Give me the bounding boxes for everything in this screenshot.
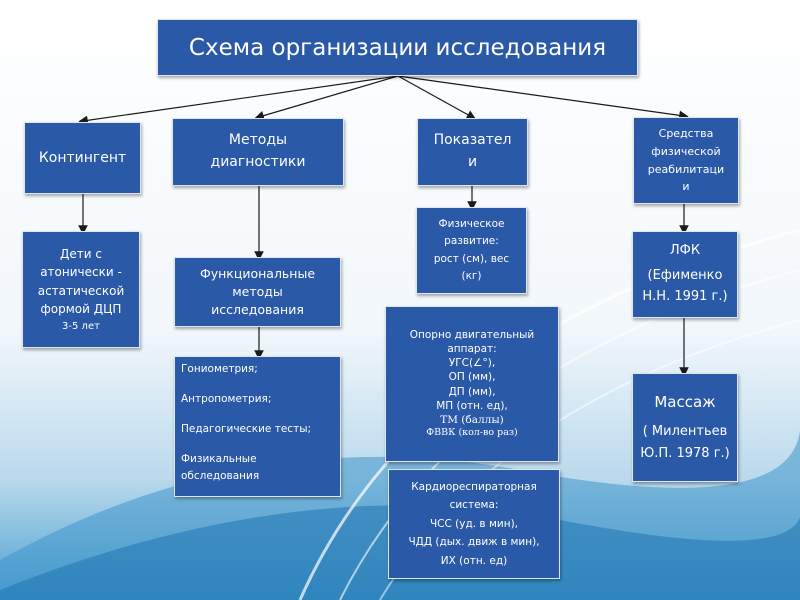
methods-list-item: Антропометрия; [181, 393, 272, 405]
massage-line: Массаж [654, 392, 716, 411]
musculoskeletal-line: Опорно двигательный [409, 328, 535, 341]
category-rehab: Средства физической реабилитаци и [633, 117, 739, 204]
lfk-line: (Ефименко [647, 268, 723, 284]
category-rehab-line: физической [651, 144, 721, 158]
musculoskeletal-line: ТМ (баллы) [440, 414, 504, 427]
lfk-line: Н.Н. 1991 г.) [642, 288, 728, 304]
contingent-detail-line: формой ДЦП [40, 302, 122, 317]
cardio-line: Кардиореспираторная [411, 481, 537, 494]
contingent-detail-line: Дети с [60, 246, 102, 261]
diagram-title-text: Схема организации исследования [188, 34, 607, 61]
category-rehab-line: Средства [658, 127, 714, 141]
contingent-detail-line: астатической [37, 283, 125, 298]
category-indicators-line: Показател [433, 132, 512, 149]
musculoskeletal-line: аппарат: [447, 342, 497, 355]
musculoskeletal-line: УГС(∠°), [448, 357, 496, 370]
category-methods-line: диагностики [210, 154, 306, 170]
massage-line: ( Милентьев [642, 424, 728, 440]
physical-development: Физическое развитие: рост (см), вес (кг) [416, 207, 527, 294]
category-indicators: Показател и [417, 118, 528, 186]
methods-list-item: Физикальные [181, 453, 257, 465]
category-indicators-line: и [467, 154, 478, 170]
category-methods-line: Методы [228, 132, 288, 149]
cardio-line: ЧСС (уд. в мин), [429, 517, 518, 530]
contingent-detail-line: атонически - [40, 265, 122, 280]
cardio-line: ЧДД (дых. движ в мин), [408, 536, 540, 549]
category-contingent-label: Контингент [38, 150, 127, 166]
physical-development-line: рост (см), вес [433, 252, 510, 265]
massage-line: Ю.П. 1978 г.) [640, 446, 730, 462]
physical-development-line: (кг) [461, 269, 482, 282]
physical-development-line: развитие: [444, 235, 499, 248]
musculoskeletal-line: ОП (мм), [448, 371, 496, 384]
lfk-box: ЛФК (Ефименко Н.Н. 1991 г.) [632, 231, 738, 318]
musculoskeletal-system: Опорно двигательный аппарат: УГС(∠°), ОП… [385, 306, 559, 462]
category-contingent: Контингент [24, 122, 141, 194]
musculoskeletal-line: ДП (мм), [448, 385, 496, 398]
functional-methods: Функциональные методы исследования [174, 257, 341, 327]
cardio-line: ИХ (отн. ед) [440, 554, 508, 567]
functional-methods-line: методы [232, 283, 283, 299]
methods-list-item: Гониометрия; [181, 363, 258, 375]
category-rehab-line: и [682, 180, 690, 194]
contingent-detail-line: 3-5 лет [62, 320, 100, 332]
cardiorespiratory-system: Кардиореспираторная система: ЧСС (уд. в … [388, 469, 560, 579]
physical-development-line: Физическое [438, 217, 505, 230]
contingent-detail: Дети с атонически - астатической формой … [22, 231, 140, 348]
methods-list-item: обследования [181, 470, 260, 482]
category-methods: Методы диагностики [172, 118, 344, 186]
category-rehab-line: реабилитаци [647, 162, 725, 176]
musculoskeletal-line: МП (отн. ед), [436, 399, 508, 412]
cardio-line: система: [449, 499, 499, 512]
lfk-line: ЛФК [669, 243, 701, 259]
massage-box: Массаж ( Милентьев Ю.П. 1978 г.) [632, 373, 738, 482]
diagram-title: Схема организации исследования [157, 19, 638, 76]
methods-list-item: Педагогические тесты; [181, 423, 312, 435]
functional-methods-line: исследования [211, 302, 304, 318]
functional-methods-line: Функциональные [199, 265, 316, 281]
methods-list: Гониометрия; Антропометрия; Педагогическ… [174, 356, 341, 497]
musculoskeletal-line: ФВВК (кол-во раз) [426, 427, 518, 439]
